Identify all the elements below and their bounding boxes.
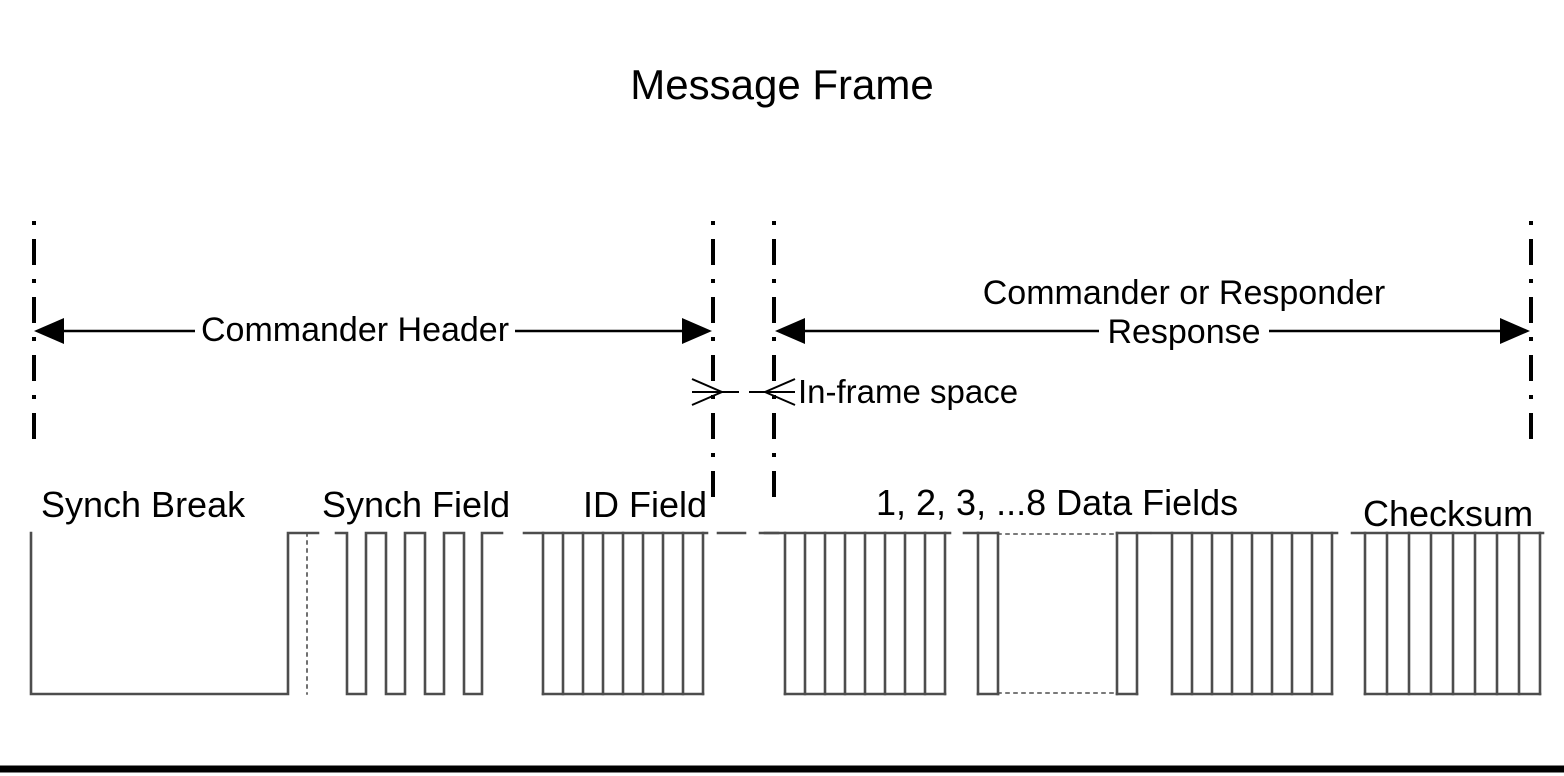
in-frame-space-label: In-frame space bbox=[798, 373, 1019, 410]
synch-field-label: Synch Field bbox=[322, 484, 511, 525]
waveform-id-field bbox=[522, 531, 709, 696]
response-label-line2: Response bbox=[1099, 312, 1269, 352]
waveform-checksum bbox=[1350, 531, 1545, 696]
synch-break-label: Synch Break bbox=[41, 484, 246, 525]
response-label-line1: Commander or Responder bbox=[982, 274, 1386, 312]
waveform-synch-break bbox=[29, 531, 320, 696]
waveform-data-field-first bbox=[763, 531, 952, 696]
waveform-synch-field bbox=[334, 531, 504, 696]
checksum-label: Checksum bbox=[1363, 493, 1534, 534]
waveform-data-field-last bbox=[1150, 531, 1339, 696]
in-frame-space-arrow bbox=[691, 378, 796, 406]
waveform-data-field-ellipsis bbox=[962, 531, 1152, 696]
commander-header-label: Commander Header bbox=[195, 313, 516, 347]
data-fields-label: 1, 2, 3, ...8 Data Fields bbox=[876, 482, 1239, 523]
id-field-label: ID Field bbox=[583, 484, 708, 525]
page-title: Message Frame bbox=[630, 61, 934, 108]
